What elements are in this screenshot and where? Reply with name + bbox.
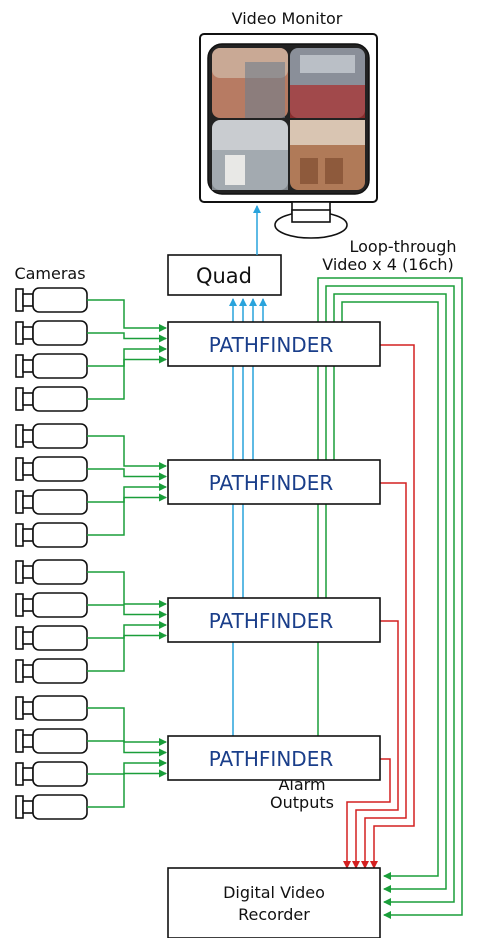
camera-feed-lines (87, 299, 167, 808)
camera-icon (15, 728, 88, 754)
camera-icon (15, 456, 88, 482)
camera-feed-line (87, 707, 167, 746)
alarm-outputs-sublabel: Outputs (270, 793, 334, 812)
video-monitor-label: Video Monitor (232, 9, 343, 28)
camera-icon (15, 592, 88, 618)
camera-icon (15, 794, 88, 820)
pathfinder-label: PATHFINDER (209, 333, 334, 357)
dvr-label: Digital Video (223, 883, 325, 902)
quad-box (167, 254, 282, 296)
pathfinder-unit-3: PATHFINDER (167, 597, 381, 643)
monitor-screen (212, 48, 365, 190)
loop-through-lines (317, 277, 463, 919)
camera-icon (15, 287, 88, 313)
camera-feed-line (87, 493, 167, 536)
camera-icon (15, 353, 88, 379)
camera-icon (15, 658, 88, 684)
loop-through-sublabel: Video x 4 (16ch) (322, 255, 454, 274)
camera-feed-line (87, 631, 167, 672)
camera-icon (15, 386, 88, 412)
camera-icon (15, 761, 88, 787)
camera-array (15, 287, 88, 820)
camera-feed-line (87, 604, 167, 619)
camera-feed-line (87, 769, 167, 808)
pathfinder-label: PATHFINDER (209, 747, 334, 771)
camera-feed-line (87, 571, 167, 608)
digital-video-recorder-box (167, 867, 381, 938)
camera-feed-line (87, 299, 167, 332)
camera-feed-line (87, 740, 167, 757)
video-monitor (199, 33, 378, 239)
pathfinder-unit-1: PATHFINDER (167, 321, 381, 367)
camera-icon (15, 489, 88, 515)
pathfinder-label: PATHFINDER (209, 609, 334, 633)
camera-icon (15, 320, 88, 346)
camera-icon (15, 522, 88, 548)
pathfinder-label: PATHFINDER (209, 471, 334, 495)
camera-icon (15, 423, 88, 449)
loop-through-label: Loop-through (349, 237, 456, 256)
camera-feed-line (87, 468, 167, 481)
alarm-output-lines (343, 344, 415, 869)
camera-feed-line (87, 621, 167, 639)
camera-feed-line (87, 332, 167, 343)
cameras-label: Cameras (14, 264, 85, 283)
camera-icon (15, 625, 88, 651)
camera-feed-line (87, 483, 167, 503)
camera-feed-line (87, 759, 167, 775)
quad-label: Quad (196, 264, 252, 288)
pathfinder-unit-4: PATHFINDER (167, 735, 381, 781)
camera-feed-line (87, 345, 167, 367)
camera-feed-line (87, 435, 167, 470)
camera-icon (15, 559, 88, 585)
dvr-sublabel: Recorder (238, 905, 310, 924)
camera-feed-line (87, 355, 167, 400)
camera-icon (15, 695, 88, 721)
pathfinder-unit-2: PATHFINDER (167, 459, 381, 505)
